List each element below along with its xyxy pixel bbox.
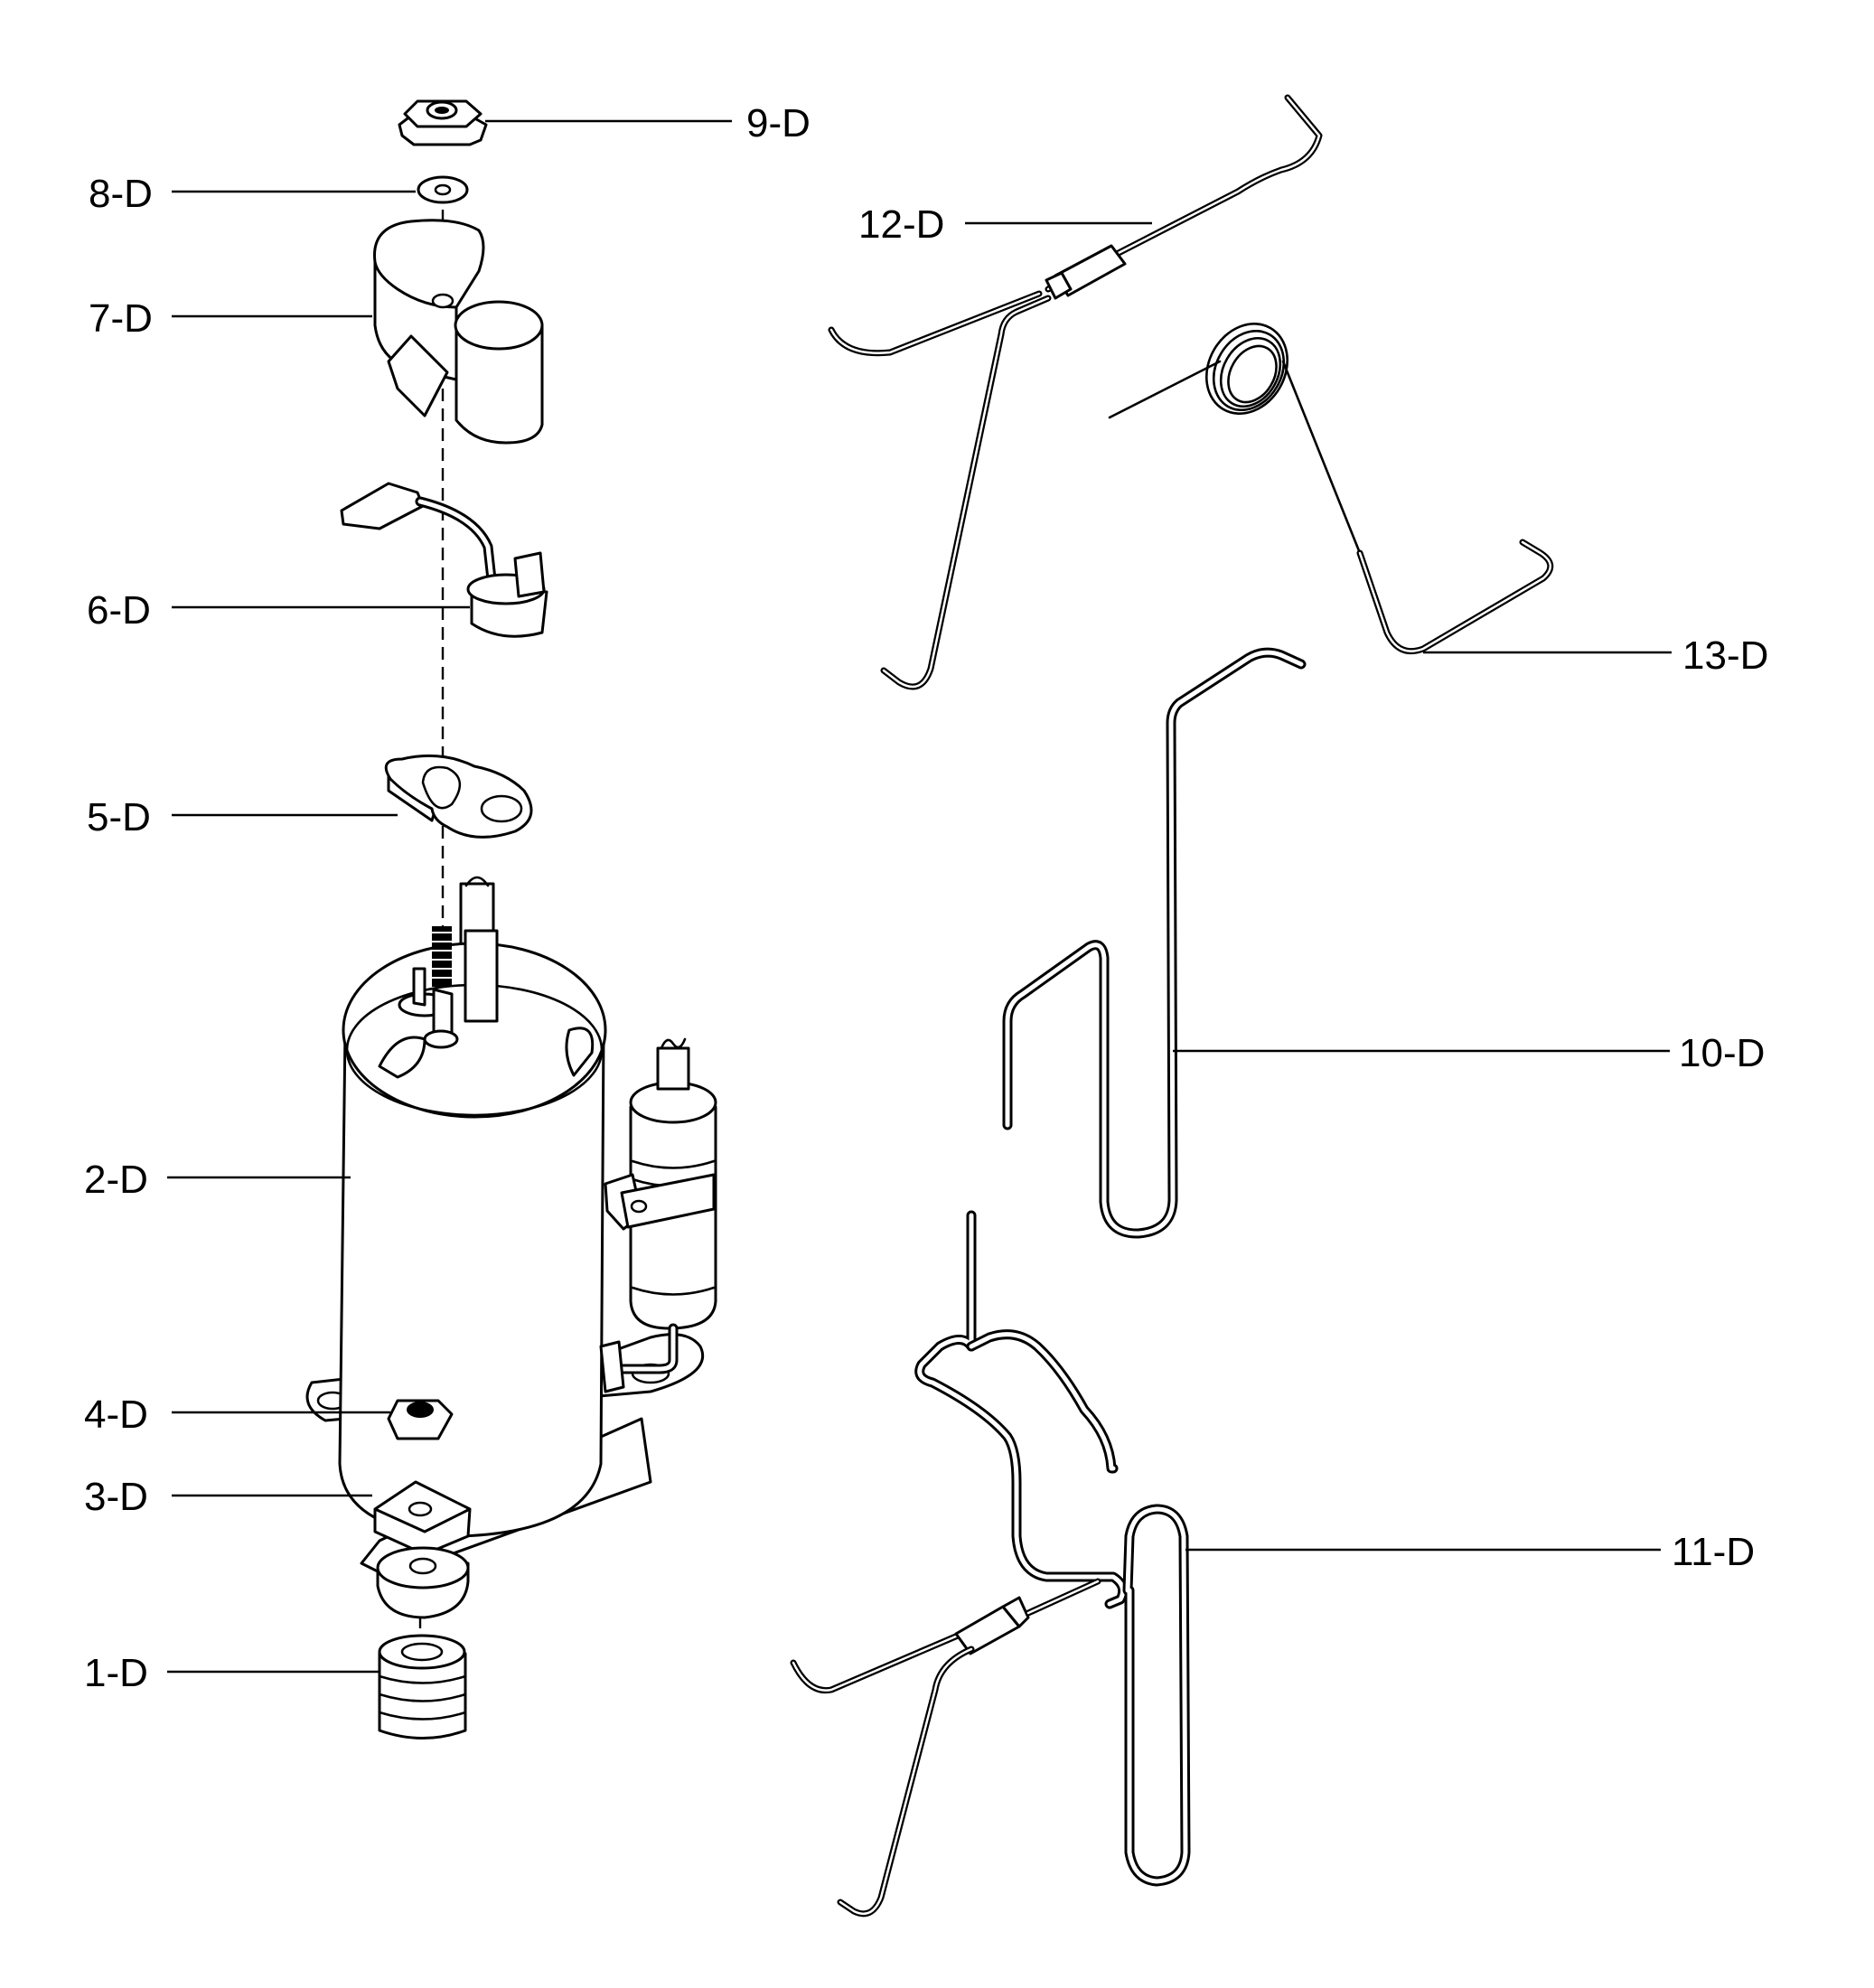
part-1-rubber-grommet [378,1634,467,1740]
part-2-compressor [305,876,717,1579]
label-5-d: 5-D [87,795,151,839]
part-12-capillary-strainer [828,94,1323,690]
base-foot [376,1546,470,1619]
part-11-suction-pipe [790,1210,1191,1918]
label-1-d: 1-D [84,1651,148,1695]
label-6-d: 6-D [87,588,151,633]
part-13-capillary-coil [1108,323,1554,655]
label-7-d: 7-D [89,296,153,341]
label-10-d: 10-D [1679,1031,1765,1075]
label-2-d: 2-D [84,1158,148,1202]
part-10-discharge-pipe [1002,647,1307,1239]
label-12-d: 12-D [858,202,944,247]
part-3-washer-plate [373,1480,472,1556]
label-13-d: 13-D [1682,633,1768,678]
label-9-d: 9-D [746,101,811,145]
label-8-d: 8-D [89,172,153,216]
part-4-nut [387,1399,454,1440]
part-5-gasket [384,754,533,839]
part-9-nut [398,99,488,146]
label-4-d: 4-D [84,1393,148,1437]
part-6-terminal-lead [340,482,548,638]
label-11-d: 11-D [1672,1530,1755,1574]
label-3-d: 3-D [84,1475,148,1519]
part-8-washer [417,175,469,204]
part-7-terminal-cover [373,219,544,445]
